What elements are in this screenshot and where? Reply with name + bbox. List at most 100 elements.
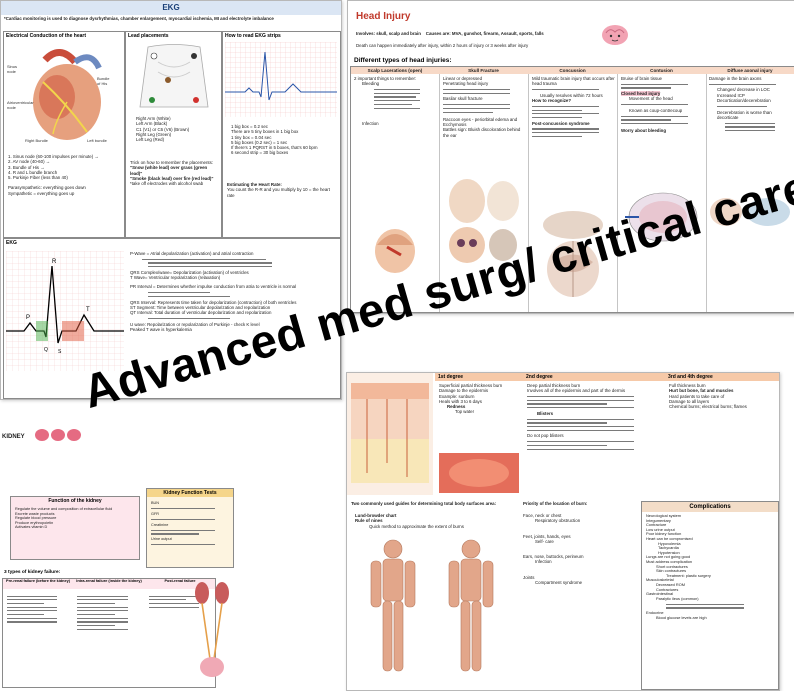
kidney-sheet: KIDNEY Function of the kidney Regulate t… xyxy=(0,420,234,689)
function-item: Regulate the volume and composition of e… xyxy=(15,507,113,511)
complication-item: Hypotension xyxy=(658,549,680,555)
function-item: Produce erythropoietin xyxy=(15,520,54,525)
dai-item: Increased ICP xyxy=(717,92,745,98)
waves-title: EKG xyxy=(6,240,17,246)
conc-item: Usually resolves within 72 hours xyxy=(540,92,603,98)
contusion-item: Movement of the head xyxy=(629,96,673,102)
postrenal-header: Post-renal failure xyxy=(145,579,215,589)
ekg-subtitle: *Cardiac monitoring is used to diagnose … xyxy=(4,16,274,21)
contusion-item: Known as coup-contrecoup xyxy=(629,107,683,113)
strip-item: If there's 1 PQRST in 5 boxes, that's 60… xyxy=(231,145,318,151)
conduction-title: Electrical Conduction of the heart xyxy=(6,33,87,39)
burn-sheet: 1st degree 2nd degree 3rd and 4th degree… xyxy=(346,372,780,691)
sunburn-photo xyxy=(439,453,519,493)
test-item: GFR xyxy=(151,511,160,516)
second-degree-header: 2nd degree xyxy=(523,373,666,381)
types-title: Different types of head injuries: xyxy=(354,57,452,64)
function-item: Regulate blood pressure xyxy=(15,516,57,521)
parasympathetic-note: Parasympathetic: everything goes down xyxy=(8,185,86,191)
leads-box: Lead placements Right Arm (White) Left A… xyxy=(125,31,222,238)
intrarenal-header: Intra-renal failure (inside the kidney) xyxy=(73,579,145,589)
col-skull: Skull Fracture xyxy=(439,67,528,74)
priority-item: Joints xyxy=(523,574,535,580)
complication-item: Must address complication xyxy=(646,558,693,564)
complication-item: Tachycardia xyxy=(658,545,679,551)
svg-text:R: R xyxy=(52,259,57,265)
guide-item: Rule of nines xyxy=(355,518,383,524)
strip-item: 1 big box = 0.2 sec xyxy=(231,124,268,129)
burn-degree-table: 1st degree 2nd degree 3rd and 4th degree… xyxy=(347,373,779,497)
svg-text:S: S xyxy=(58,349,62,355)
conc-item: Post-concussion syndrome xyxy=(532,120,590,126)
conduction-item: 2. AV node (40-60) → xyxy=(8,159,51,165)
complication-item: Neurological system xyxy=(646,513,682,518)
first-item: Damage to the epidermis xyxy=(439,388,489,394)
kidney-title: KIDNEY xyxy=(2,434,25,440)
death-text: Death can happen immediately after injur… xyxy=(356,43,529,48)
kidney-function-title: Function of the kidney xyxy=(48,498,102,504)
sympathetic-note: Sympathetic = everything goes up xyxy=(8,190,75,196)
first-item: Top water xyxy=(455,409,475,415)
dai-item: Decerebration is worse than decorticate xyxy=(717,109,772,120)
priority-section: Priority of the location of burn: Face, … xyxy=(519,499,639,689)
svg-text:of His: of His xyxy=(97,81,107,86)
lead-item: Left Leg (Red) xyxy=(136,137,165,143)
test-item: Creatinine xyxy=(151,522,169,527)
contusion-item: Worry about bleeding xyxy=(621,128,667,134)
kidney-tests-title: Kidney Function Tests xyxy=(147,489,233,497)
svg-text:Atrioventricular: Atrioventricular xyxy=(7,100,34,105)
guide-item: Lund-browder chart xyxy=(355,513,397,518)
lead-list: Right Arm (White) Left Arm (Black) C1 (V… xyxy=(136,116,218,142)
strip-item: There are 5 tiny boxes in 1 big box xyxy=(231,129,299,135)
third-item: Damage to all layers xyxy=(669,398,710,404)
ekg-sheet: EKG *Cardiac monitoring is used to diagn… xyxy=(0,0,342,400)
conduction-list: 1. Sinus node (60-100 impulses per minut… xyxy=(8,154,120,196)
estimating-title: Estimating the Heart Rate: xyxy=(227,182,282,187)
wave-item: U wave: Repolarization or repolarization… xyxy=(130,321,260,327)
lead-trick-title: Trick on how to remember the placements: xyxy=(130,160,214,165)
svg-text:P: P xyxy=(26,315,30,321)
function-item: Excrete waste products xyxy=(15,511,55,516)
complication-item: Low urine output xyxy=(646,526,675,532)
torso-diagram xyxy=(139,44,209,108)
svg-text:Sinus: Sinus xyxy=(7,64,17,69)
scalp-item: Infection xyxy=(362,120,379,126)
estimating-text: You count the R-R and you multiply by 10… xyxy=(227,187,330,198)
kidney-function-box: Function of the kidney Regulate the volu… xyxy=(10,496,140,560)
kidney-tests-box: Kidney Function Tests BUN GFR Creatinine… xyxy=(146,488,234,568)
contusion-item: Closed head injury xyxy=(621,91,661,97)
strip-list: 1 big box = 0.2 sec There are 5 tiny box… xyxy=(231,124,337,156)
conduction-item: 4. R and L bundle branch xyxy=(8,169,58,175)
complication-item: Blood glucose levels are high xyxy=(656,614,707,620)
svg-text:node: node xyxy=(7,69,17,74)
col-concussion: Concussion xyxy=(528,67,617,74)
skull-item: Linear or depressed xyxy=(443,76,483,81)
wave-item: PR Interval = Determines whether impulse… xyxy=(130,284,297,290)
failure-title: 3 types of kidney failure: xyxy=(4,570,61,575)
complication-item: Poor kidney function xyxy=(646,531,682,537)
strips-title: How to read EKG strips xyxy=(225,33,281,39)
coup-contrecoup-diagram xyxy=(625,192,698,242)
wave-item: Peaked T wave is hyperkalemia xyxy=(130,327,192,332)
head-illustration xyxy=(375,229,415,273)
lead-item: Right Leg (Green) xyxy=(136,131,172,137)
svg-text:Q: Q xyxy=(44,347,48,353)
scalp-item: Bleeding xyxy=(362,81,380,87)
posturing-diagram xyxy=(708,187,794,237)
strips-box: How to read EKG strips 1 big box = 0.2 s… xyxy=(222,31,341,238)
col-scalp: Scalp Lacerations (open) xyxy=(351,67,439,74)
first-degree-header: 1st degree xyxy=(435,373,524,381)
contusion-text: Bruise of brain tissue xyxy=(621,76,662,81)
brain-icon xyxy=(602,25,628,45)
complication-item: Musculoskeletal xyxy=(646,577,674,583)
test-item: Urine output xyxy=(151,537,172,542)
svg-text:Left bundle: Left bundle xyxy=(87,138,108,143)
conduction-item: 1. Sinus node (60-100 impulses per minut… xyxy=(8,154,99,159)
skull-item: Basilar skull fracture xyxy=(443,96,483,102)
ekg-title: EKG xyxy=(1,1,341,15)
urinary-tract-diagram xyxy=(195,582,229,677)
first-item: Redness xyxy=(447,404,466,410)
conduction-box: Electrical Conduction of the heart Sinus… xyxy=(3,31,125,238)
third-item: Hurt but bone, fat and muscles xyxy=(669,388,734,394)
involves-text: Involves: skull, scalp and brain xyxy=(356,31,421,36)
